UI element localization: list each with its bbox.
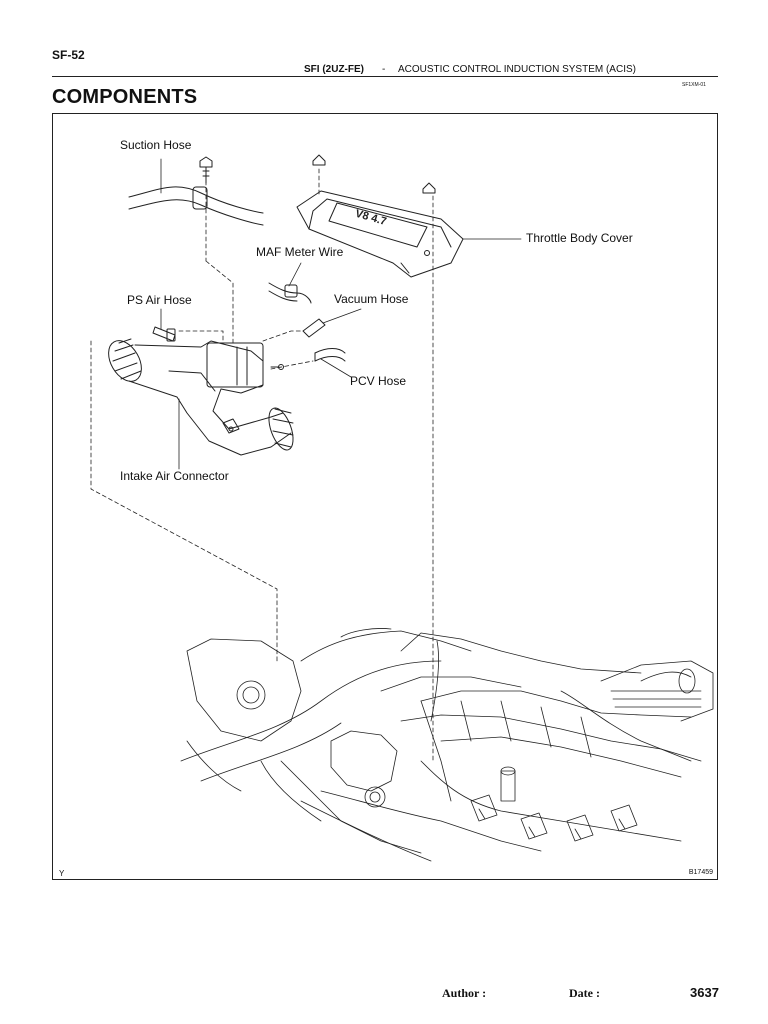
label-maf-meter-wire: MAF Meter Wire [256, 245, 344, 259]
suction-hose-drawing [128, 156, 264, 226]
throttle-body-cover-drawing: V8 4.7 [296, 190, 522, 278]
assembly-guide-lines [90, 168, 434, 762]
footer-author-label: Author : [442, 986, 487, 1000]
label-suction-hose: Suction Hose [120, 138, 192, 152]
label-pcv-hose: PCV Hose [350, 374, 407, 388]
pcv-hose-drawing [314, 348, 352, 378]
vacuum-hose-drawing [302, 308, 362, 338]
figure-id: B17459 [688, 869, 713, 876]
label-ps-air-hose: PS Air Hose [127, 293, 192, 307]
cover-marking: V8 4.7 [354, 208, 388, 228]
document-id: SF1XM-01 [682, 82, 706, 88]
components-figure: V8 4.7 [52, 113, 718, 880]
label-throttle-body-cover: Throttle Body Cover [526, 231, 633, 245]
exploded-view-drawing: V8 4.7 [90, 154, 714, 862]
corner-mark: Y [59, 869, 65, 878]
system-title: ACOUSTIC CONTROL INDUCTION SYSTEM (ACIS) [398, 64, 636, 75]
footer-date-label: Date : [569, 986, 600, 1000]
page-heading: COMPONENTS [52, 86, 198, 108]
ps-air-hose-drawing [152, 308, 176, 342]
engine-drawing [180, 628, 714, 862]
section-title: SFI (2UZ-FE) [304, 64, 364, 75]
header-rule [52, 76, 718, 77]
page-code: SF-52 [52, 48, 85, 62]
footer-page-number: 3637 [690, 985, 719, 1000]
label-intake-air-connector: Intake Air Connector [120, 469, 229, 483]
label-vacuum-hose: Vacuum Hose [334, 292, 409, 306]
cover-nuts [312, 154, 436, 194]
maf-wire-drawing [268, 262, 312, 304]
intake-air-connector-drawing [108, 338, 294, 470]
header-separator: - [382, 64, 386, 75]
